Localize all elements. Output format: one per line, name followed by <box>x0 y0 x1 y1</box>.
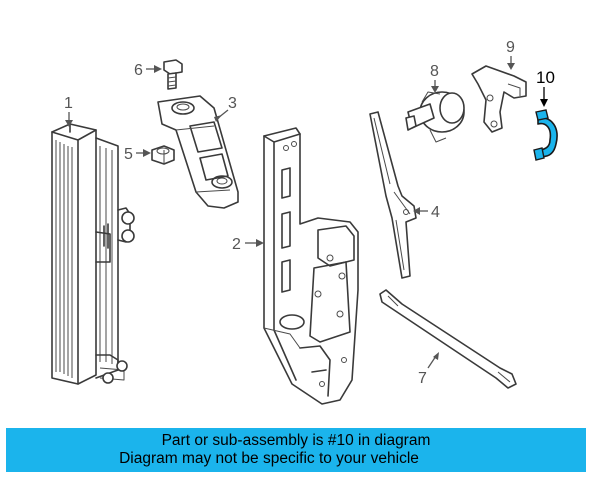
callout-6: 6 <box>134 62 162 79</box>
banner-line-2: Diagram may not be specific to your vehi… <box>119 450 419 467</box>
callout-7-label: 7 <box>418 370 427 387</box>
part-5-nut <box>151 145 175 165</box>
part-1-radiator <box>51 123 135 385</box>
part-2-main-bracket <box>263 127 359 405</box>
callout-2-label: 2 <box>232 236 241 253</box>
callout-8: 8 <box>430 63 439 93</box>
callout-1-label: 1 <box>64 95 73 112</box>
callout-9: 9 <box>506 39 515 70</box>
callout-3-label: 3 <box>228 95 237 112</box>
part-3-upper-bracket <box>157 95 239 209</box>
callout-4: 4 <box>413 204 440 221</box>
callout-7: 7 <box>418 352 439 387</box>
part-7-lower-strap <box>379 289 517 389</box>
callout-2: 2 <box>232 236 264 253</box>
callout-5: 5 <box>124 146 151 163</box>
callout-9-label: 9 <box>506 39 515 56</box>
callout-4-label: 4 <box>431 204 440 221</box>
callout-1: 1 <box>64 95 73 127</box>
callout-5-label: 5 <box>124 146 133 163</box>
callout-10-label: 10 <box>536 68 555 87</box>
callout-8-label: 8 <box>430 63 439 80</box>
info-banner: Part or sub-assembly is #10 in diagram D… <box>6 428 586 472</box>
callout-10: 10 <box>536 68 555 107</box>
callout-3: 3 <box>214 95 237 122</box>
callout-6-label: 6 <box>134 62 143 79</box>
banner-line-1: Part or sub-assembly is #10 in diagram <box>161 432 431 449</box>
part-4-long-bracket <box>369 111 417 279</box>
part-8-pump <box>405 91 465 143</box>
parts-diagram: 1 2 3 4 5 6 7 8 9 10 <box>51 39 558 405</box>
part-9-pump-bracket <box>471 65 527 133</box>
part-6-bolt <box>163 59 183 90</box>
part-10-clamp-highlighted <box>533 109 558 161</box>
